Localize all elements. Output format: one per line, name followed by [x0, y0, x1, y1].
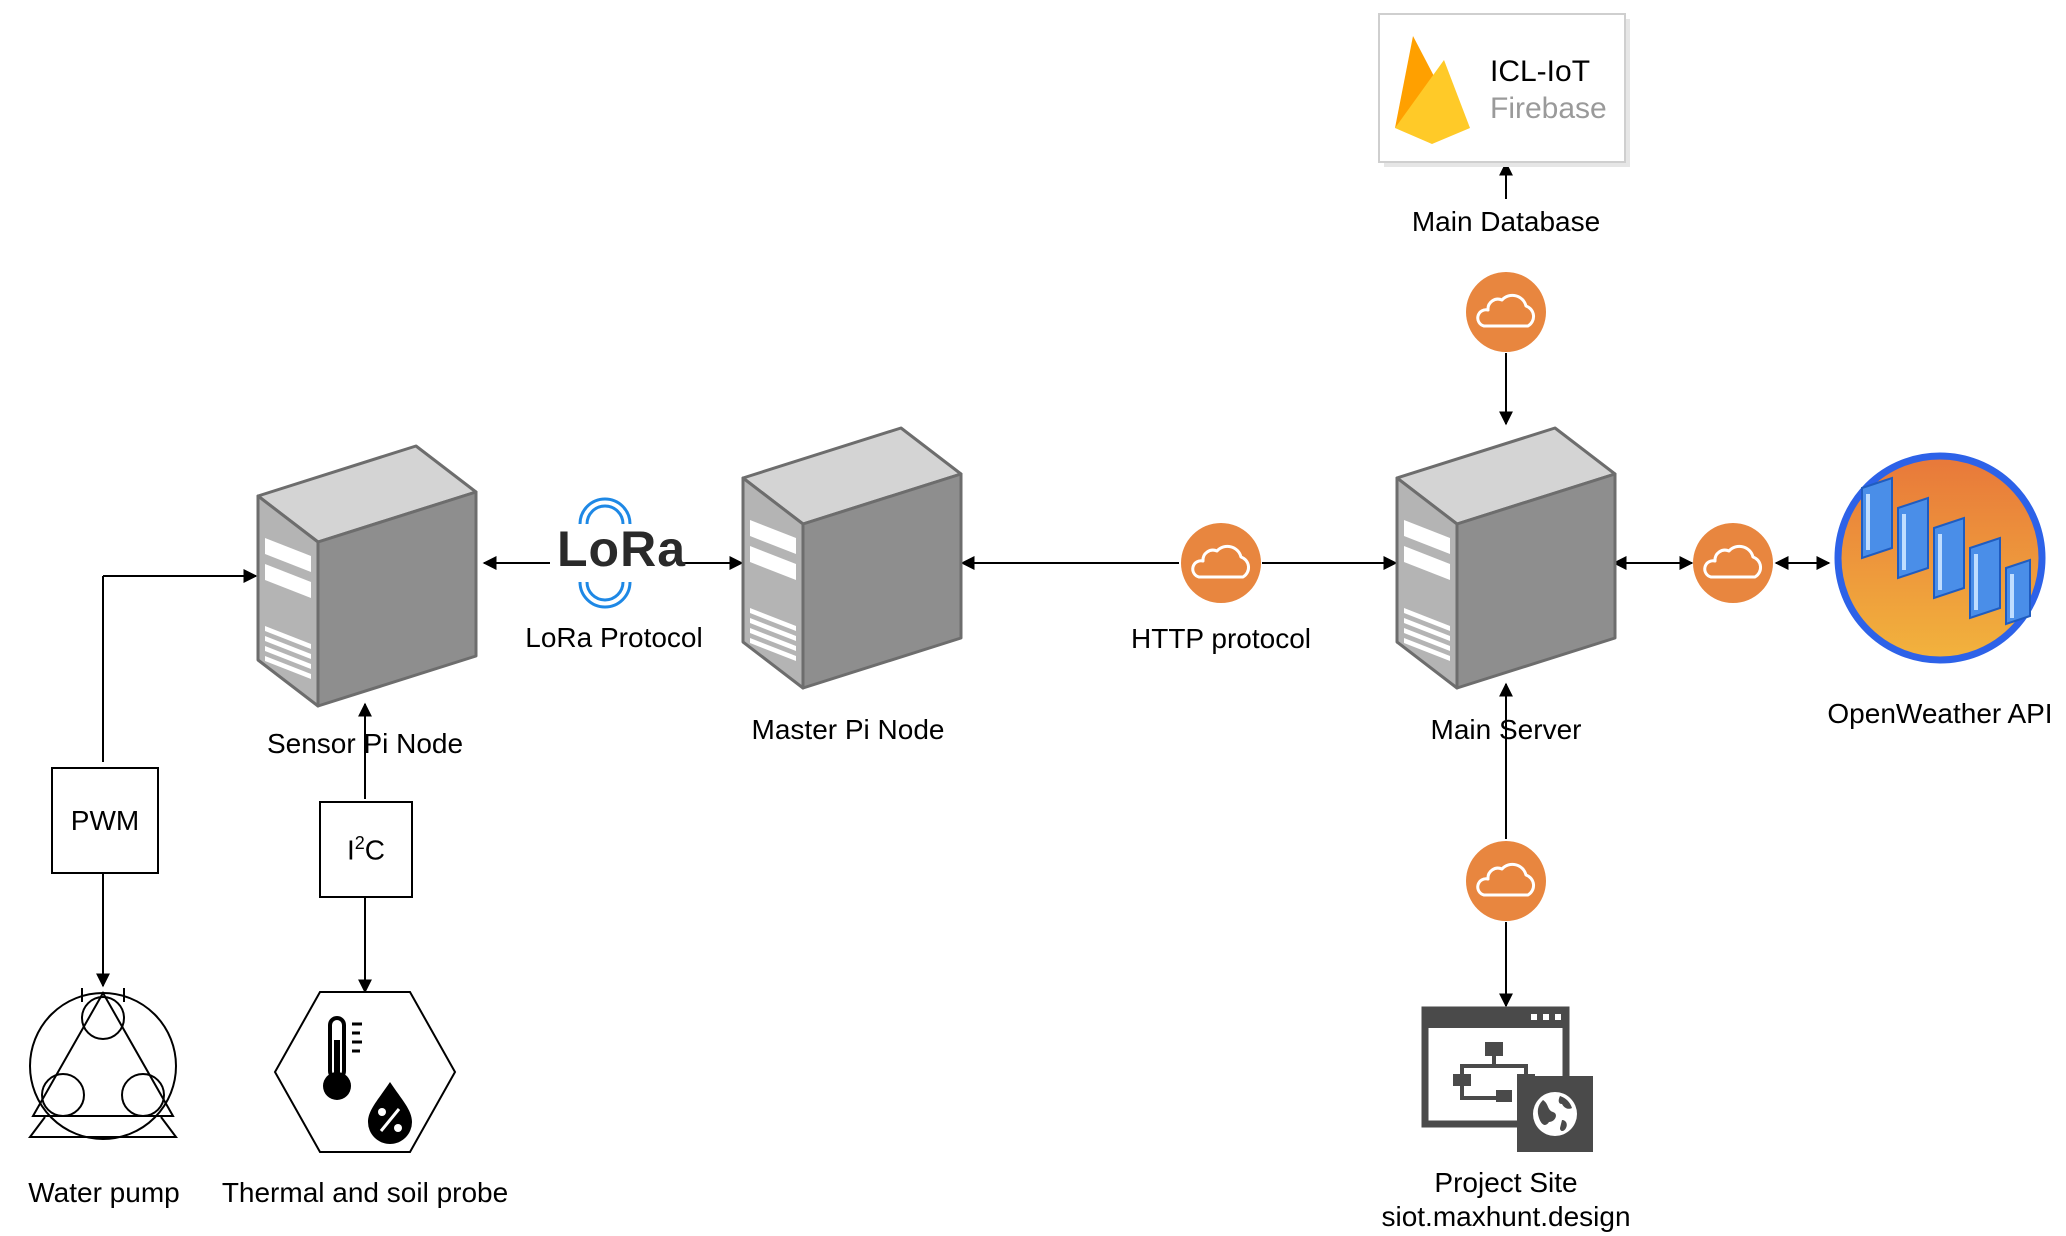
sensor-node-label: Sensor Pi Node	[266, 728, 464, 759]
lora-logo-text: LoRa	[557, 521, 686, 577]
i2c-box: I2C	[319, 801, 413, 898]
openweather-label: OpenWeather API	[1827, 698, 2053, 729]
lora-protocol-label: LoRa Protocol	[525, 622, 703, 653]
site-cloud-icon	[1464, 839, 1548, 923]
pwm-box: PWM	[51, 767, 159, 874]
firebase-card	[1378, 13, 1630, 167]
website-icon	[1421, 1006, 1593, 1152]
water-pump-label: Water pump	[28, 1177, 180, 1208]
globe-icon	[1517, 1076, 1593, 1152]
sensor-node-server-icon	[256, 444, 478, 708]
http-cloud-icon	[1179, 521, 1263, 605]
master-node-server-icon	[741, 426, 963, 690]
project-site-title: Project Site	[1434, 1167, 1578, 1198]
http-protocol-label: HTTP protocol	[1131, 623, 1311, 654]
connectors	[96, 161, 1831, 1008]
project-site-url[interactable]: siot.maxhunt.design	[1381, 1201, 1631, 1232]
i2c-label: I2C	[346, 832, 386, 866]
api-cloud-icon	[1691, 521, 1775, 605]
main-server-label: Main Server	[1430, 714, 1582, 745]
firebase-icon	[1395, 36, 1470, 144]
probe-label: Thermal and soil probe	[221, 1177, 509, 1208]
firebase-subtitle: Firebase	[1490, 92, 1607, 125]
firebase-title: ICL-IoT	[1490, 55, 1591, 88]
db-cloud-icon	[1464, 270, 1548, 354]
main-server-icon	[1395, 426, 1617, 690]
api-servers-icon	[1834, 452, 2046, 664]
probe-icon	[273, 991, 457, 1153]
master-node-label: Master Pi Node	[751, 714, 945, 745]
thermometer-icon	[323, 1016, 362, 1100]
main-database-label: Main Database	[1411, 206, 1601, 237]
project-site-label: Project Site siot.maxhunt.design	[1381, 1166, 1630, 1234]
pump-icon	[28, 988, 178, 1140]
lora-logo	[578, 497, 632, 609]
pwm-label: PWM	[70, 804, 140, 836]
